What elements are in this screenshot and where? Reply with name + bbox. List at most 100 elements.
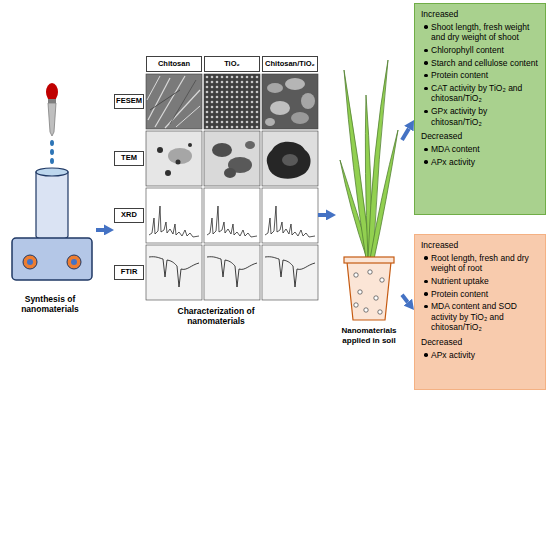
- plant-pot: [368, 270, 372, 274]
- effect-item: APx activity: [421, 350, 539, 361]
- column-header: TiO₂: [204, 56, 260, 72]
- xrd-plot: [262, 188, 318, 243]
- tem-image: [204, 131, 260, 186]
- plant-leaves: [344, 70, 371, 259]
- step-label: Characterization of nanomaterials: [170, 306, 262, 326]
- ftir-plot: [146, 245, 202, 300]
- fesem-image: [285, 78, 305, 90]
- plant-leaves: [370, 130, 398, 259]
- effect-heading: Decreased: [421, 131, 539, 142]
- fesem-image: [146, 74, 202, 129]
- row-label: FTIR: [114, 265, 144, 280]
- text-holder: Chitosan: [147, 60, 201, 68]
- dropper: [48, 103, 56, 136]
- ftir-plot: [204, 245, 260, 300]
- effect-item: Nutrient uptake: [421, 276, 539, 287]
- row-label: TEM: [114, 151, 144, 166]
- beaker: [36, 168, 68, 176]
- column-header: Chitosan/TiO₂: [262, 56, 318, 72]
- fesem-image: [150, 90, 180, 110]
- fesem-image: [170, 80, 196, 124]
- dropper: [48, 99, 56, 103]
- tem-image: [245, 141, 255, 149]
- row-label: XRD: [114, 208, 144, 223]
- xrd-plot: [149, 206, 199, 237]
- fesem-image: [147, 76, 160, 100]
- dropper: [50, 149, 54, 155]
- fesem-image: [267, 83, 283, 93]
- effect-item: Chlorophyll content: [421, 45, 539, 56]
- text-holder: IncreasedShoot length, fresh weight and …: [421, 9, 539, 167]
- tem-image: [224, 168, 236, 178]
- plant-pot: [358, 290, 362, 294]
- fesem-image: [204, 74, 260, 129]
- dropper: [46, 83, 58, 164]
- hot-plate: [12, 238, 92, 280]
- characterization-panel: Characterization of nanomaterials Chitosa…: [114, 56, 318, 332]
- fesem-image: [262, 74, 318, 129]
- tem-image: [262, 131, 318, 186]
- beaker: [36, 168, 68, 240]
- fesem-image: [165, 90, 200, 128]
- effect-item: GPx activity by chitosan/TiO₂: [421, 106, 539, 127]
- tem-image: [204, 131, 260, 186]
- synthesis-step: Synthesis of nanomaterials: [4, 80, 96, 330]
- fesem-image: [262, 74, 318, 129]
- text-holder: IncreasedRoot length, fresh and dry weig…: [421, 240, 539, 360]
- step-label: Synthesis of nanomaterials: [4, 294, 96, 314]
- flow-arrow: [318, 213, 326, 217]
- text-holder: Chitosan/TiO₂: [263, 60, 317, 68]
- text-holder: FESEM: [115, 97, 143, 105]
- plant-pot: [364, 308, 368, 312]
- effect-heading: Decreased: [421, 337, 539, 348]
- shoot-effects-box: IncreasedShoot length, fresh weight and …: [414, 3, 546, 215]
- step-label: Nanomaterials applied in soil: [336, 326, 402, 345]
- row-label: FESEM: [115, 97, 143, 105]
- tem-image: [165, 170, 171, 176]
- effect-heading: Increased: [421, 240, 539, 251]
- flow-arrow: [402, 129, 409, 140]
- effect-item: MDA content: [421, 144, 539, 155]
- tem-image: [157, 147, 163, 153]
- row-label: FESEM: [114, 94, 144, 109]
- beaker: [36, 172, 68, 240]
- hot-plate: [12, 238, 92, 280]
- text-holder: TEM: [115, 154, 143, 162]
- hot-plate: [67, 255, 81, 269]
- fesem-image: [155, 76, 185, 127]
- flow-arrow: [402, 295, 408, 302]
- tem-image: [212, 143, 232, 157]
- tem-image: [188, 143, 192, 147]
- dropper: [50, 140, 54, 146]
- text-holder: Nanomaterials applied in soil: [336, 326, 402, 345]
- tem-image: [282, 154, 298, 166]
- effect-item: Starch and cellulose content: [421, 58, 539, 69]
- fesem-image: [204, 74, 260, 129]
- row-label: FTIR: [115, 268, 143, 276]
- tem-image: [176, 160, 181, 165]
- plant-pot: [380, 278, 384, 282]
- ftir-plot: [149, 257, 199, 287]
- column-header: Chitosan/TiO₂: [263, 60, 317, 68]
- plant-pot: [344, 257, 394, 263]
- column-header: Chitosan: [146, 56, 202, 72]
- flow-arrow: [96, 228, 104, 232]
- text-holder: Synthesis of nanomaterials: [4, 294, 96, 314]
- fesem-image: [176, 106, 200, 127]
- fesem-image: [291, 112, 309, 124]
- hot-plate: [27, 259, 33, 265]
- plant-pot: [344, 257, 394, 320]
- text-holder: XRD: [115, 211, 143, 219]
- effect-item: Shoot length, fresh weight and dry weigh…: [421, 22, 539, 43]
- xrd-plot: [146, 188, 202, 243]
- column-header: Chitosan: [147, 60, 201, 68]
- hot-plate: [71, 259, 77, 265]
- ftir-plot: [262, 245, 318, 300]
- fesem-image: [301, 93, 315, 109]
- plant-pot: [347, 262, 391, 320]
- plant-pot: [354, 303, 358, 307]
- plant-leaves: [340, 60, 398, 259]
- effect-item: CAT activity by TiO₂ and chitosan/TiO₂: [421, 83, 539, 104]
- tem-image: [146, 131, 202, 186]
